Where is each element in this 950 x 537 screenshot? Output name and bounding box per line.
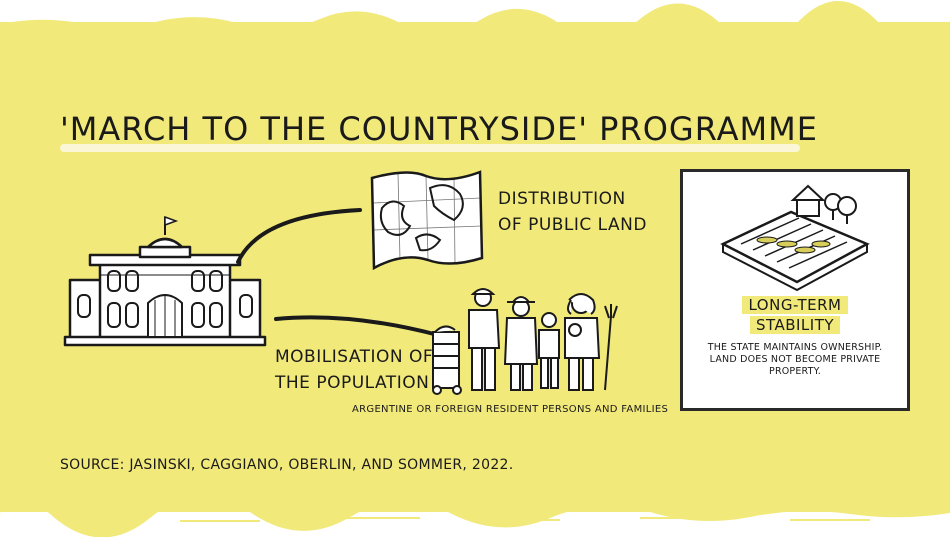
population-label: MOBILISATION OF THE POPULATION [275,344,433,396]
population-label-line2: THE POPULATION [275,373,430,393]
farm-plot-icon [720,184,870,292]
land-label: DISTRIBUTION OF PUBLIC LAND [498,186,647,238]
stability-text-line1: THE STATE MAINTAINS OWNERSHIP. [707,342,883,353]
title-highlight [60,144,800,152]
population-label-line1: MOBILISATION OF [275,347,434,367]
land-map-icon [370,170,484,271]
stability-title-line2: STABILITY [749,316,841,334]
band-top-edge [0,0,950,46]
band-bottom-edge [0,492,950,537]
people-group-icon [432,288,618,395]
stability-text: THE STATE MAINTAINS OWNERSHIP. LAND DOES… [693,342,897,378]
source-citation: SOURCE: JASINSKI, CAGGIANO, OBERLIN, AND… [60,457,514,473]
page-title: 'MARCH TO THE COUNTRYSIDE' PROGRAMME [60,110,818,148]
land-label-line1: DISTRIBUTION [498,189,626,209]
stability-title: LONG-TERM STABILITY [683,295,907,335]
stability-text-line2: LAND DOES NOT BECOME PRIVATE [709,354,881,365]
land-label-line2: OF PUBLIC LAND [498,215,647,235]
persons-caption: ARGENTINE OR FOREIGN RESIDENT PERSONS AN… [352,404,669,415]
stability-text-line3: PROPERTY. [769,366,821,377]
stability-panel: LONG-TERM STABILITY THE STATE MAINTAINS … [680,169,910,411]
stability-title-line1: LONG-TERM [742,296,848,314]
